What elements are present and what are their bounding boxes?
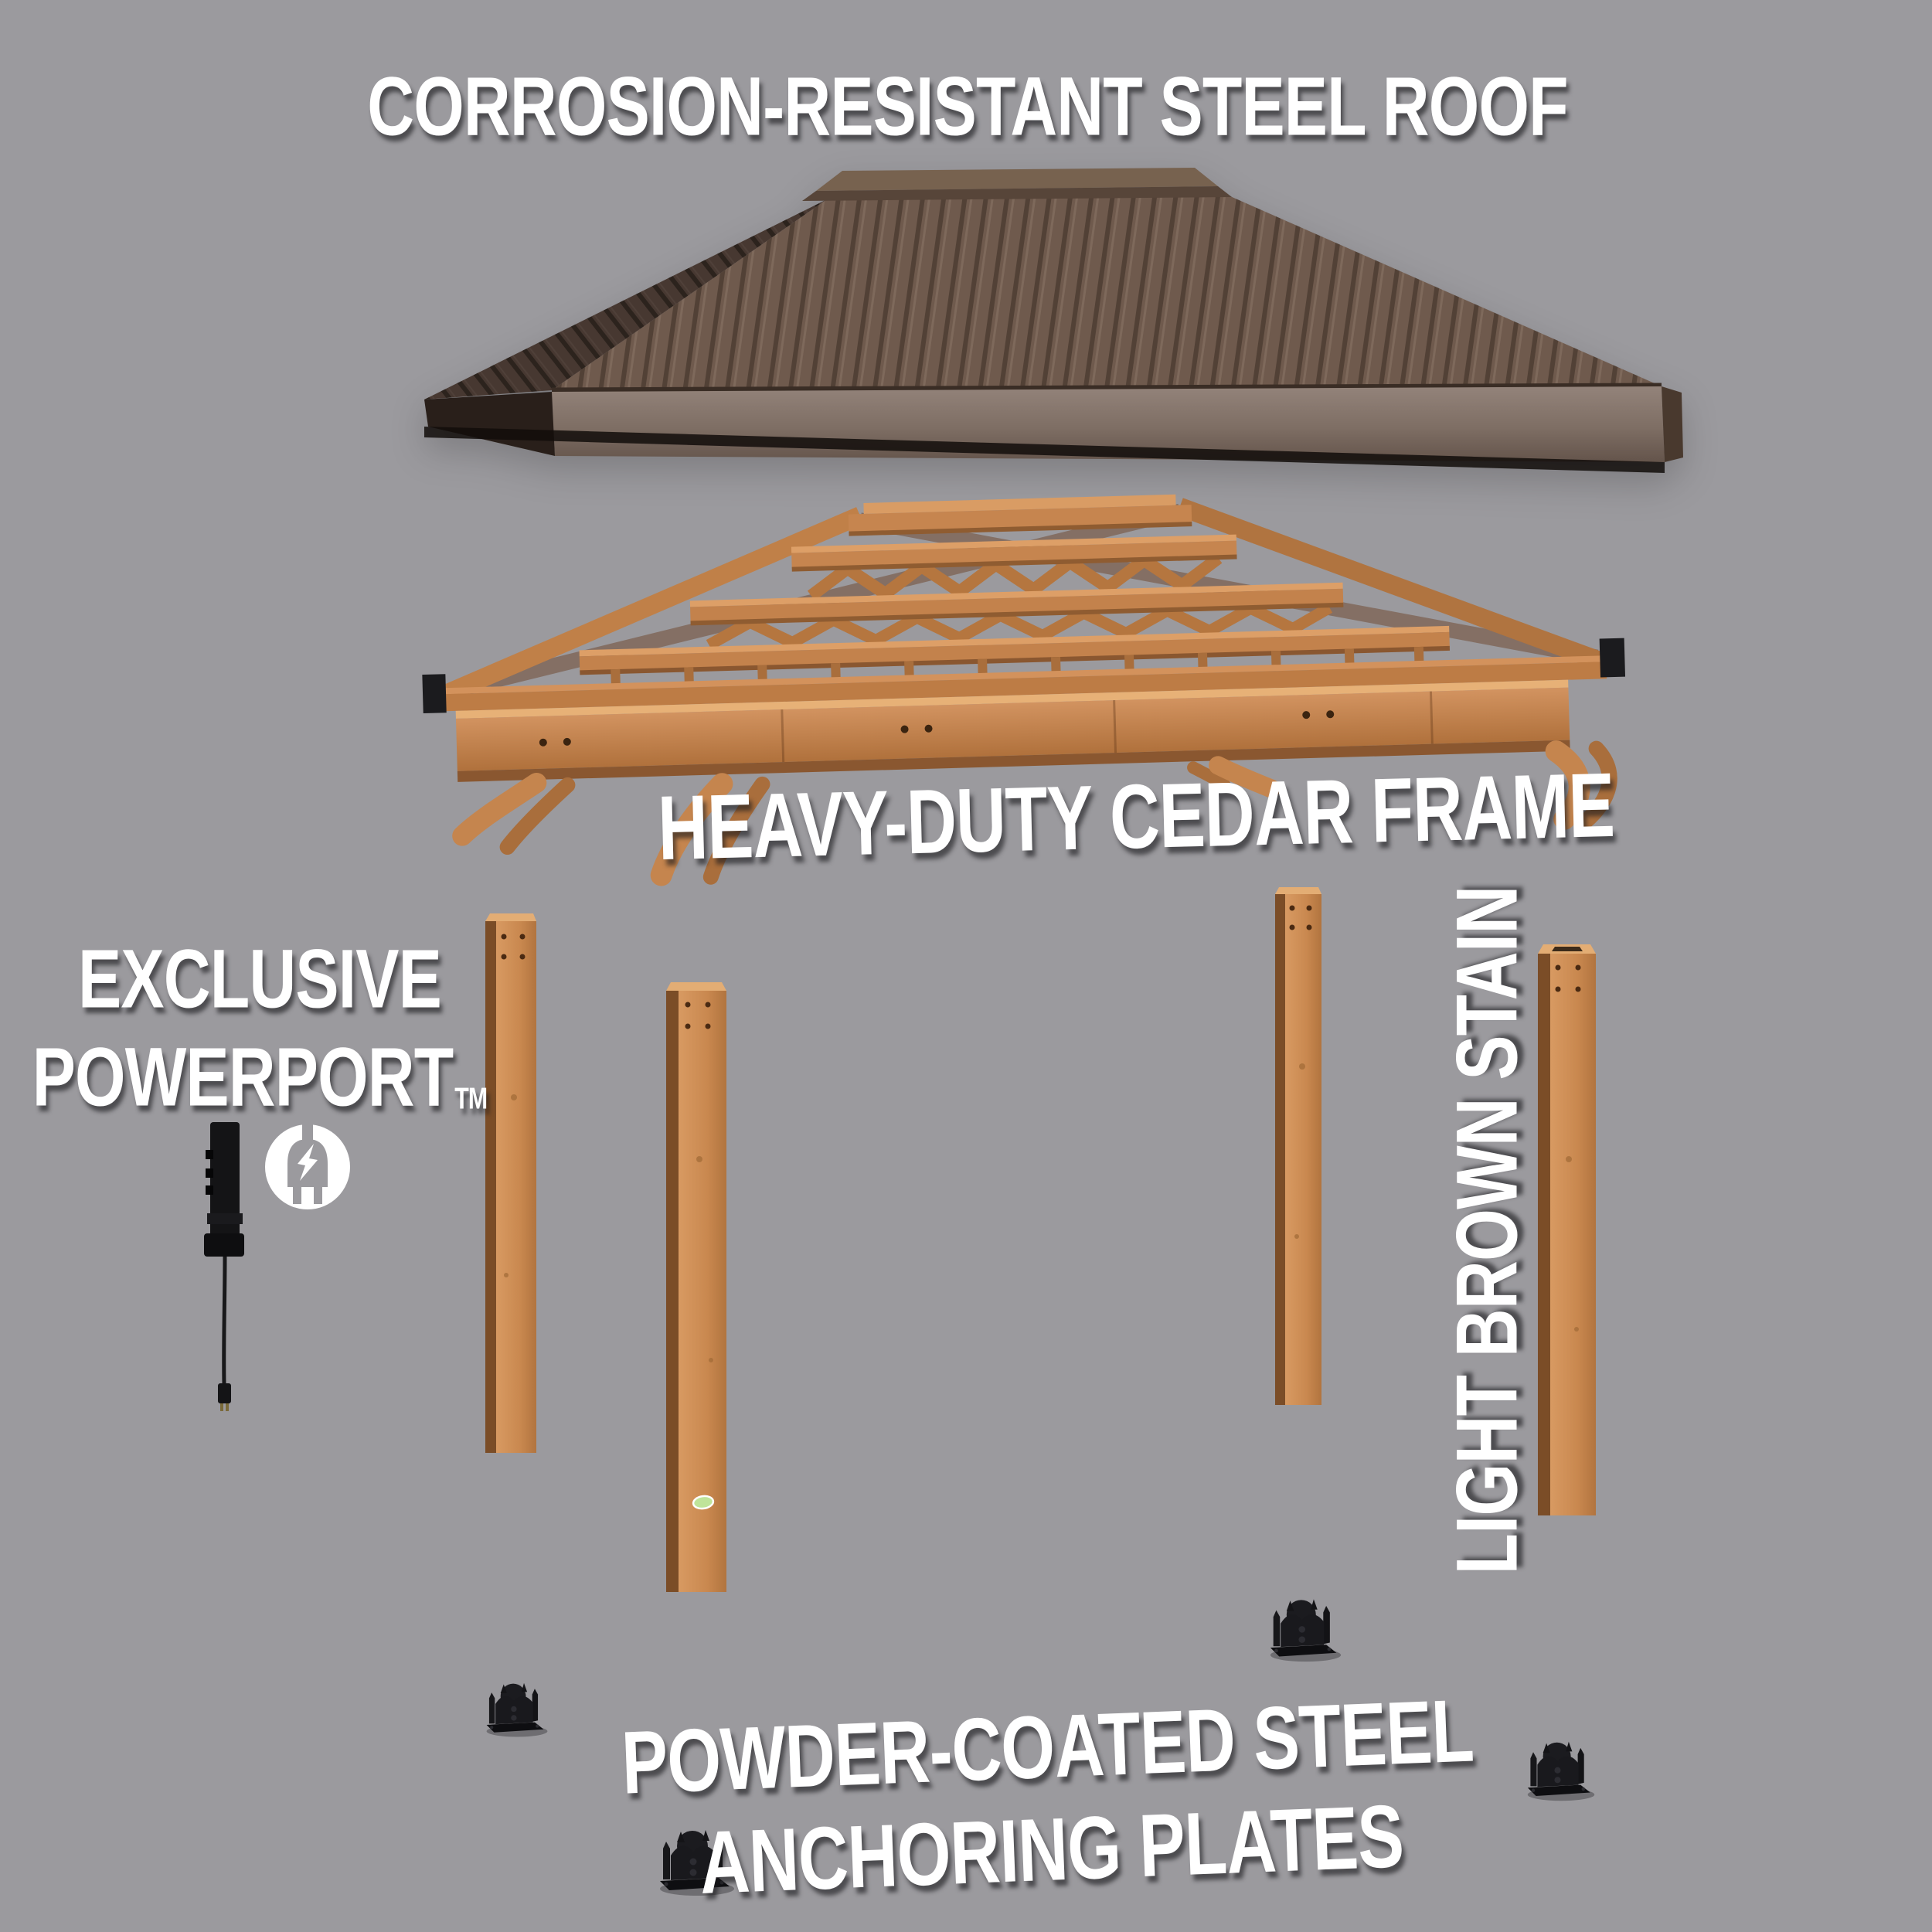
frame-eave-beam: [433, 655, 1607, 712]
frame-top-cap: [848, 494, 1192, 536]
frame-tier4-beam: [579, 625, 1450, 675]
steel-roof-illustration: [424, 168, 1683, 473]
frame-hip-rafter-right: [1176, 498, 1602, 669]
powerport-device: [204, 1122, 244, 1411]
frame-front-band: [455, 679, 1570, 782]
powerport-cord: [222, 1256, 227, 1384]
frame-corner-bracket-left: [422, 674, 447, 714]
lightning-bolt-glyph: [298, 1144, 318, 1181]
post-sticker: [692, 1495, 715, 1510]
frame-struts: [611, 646, 1424, 685]
plates-label: POWDER-COATED STEEL ANCHORING PLATES: [620, 1680, 1479, 1919]
powerport-plug: [218, 1383, 231, 1403]
frame-hip-rafter-left: [437, 507, 864, 705]
powerport-label-line2: POWERPORTTM: [32, 1030, 488, 1124]
frame-web-lower: [706, 601, 1333, 651]
anchor-plate-4: [1527, 1741, 1595, 1801]
frame-corner-bracket-right: [1599, 638, 1626, 678]
cedar-frame-illustration: [422, 494, 1626, 886]
cedar-post-2: [666, 982, 726, 1592]
roof-ridge-cap: [816, 168, 1218, 191]
frame-tier3-beam: [689, 582, 1344, 626]
cedar-post-4: [1538, 944, 1596, 1515]
anchor-plate-3: [1270, 1599, 1342, 1662]
cedar-post-1: [485, 913, 536, 1453]
roof-left-fascia: [424, 392, 555, 456]
trademark-mark: TM: [454, 1082, 488, 1116]
power-plug-icon: [265, 1121, 350, 1209]
roof-under-shadow: [424, 427, 1665, 473]
stain-label: LIGHT BROWN STAIN: [1438, 886, 1536, 1575]
frame-tier2-beam: [791, 534, 1237, 572]
powerport-label-line1: EXCLUSIVE: [78, 931, 442, 1026]
anchor-plate-1: [486, 1682, 548, 1737]
powerport-label: EXCLUSIVE POWERPORTTM: [32, 930, 488, 1127]
frame-corner-braces: [452, 740, 1617, 886]
cedar-post-3: [1275, 887, 1321, 1405]
frame-web-upper: [807, 553, 1223, 602]
roof-fascia-end: [1662, 386, 1683, 462]
roof-label: CORROSION-RESISTANT STEEL ROOF: [367, 59, 1568, 153]
